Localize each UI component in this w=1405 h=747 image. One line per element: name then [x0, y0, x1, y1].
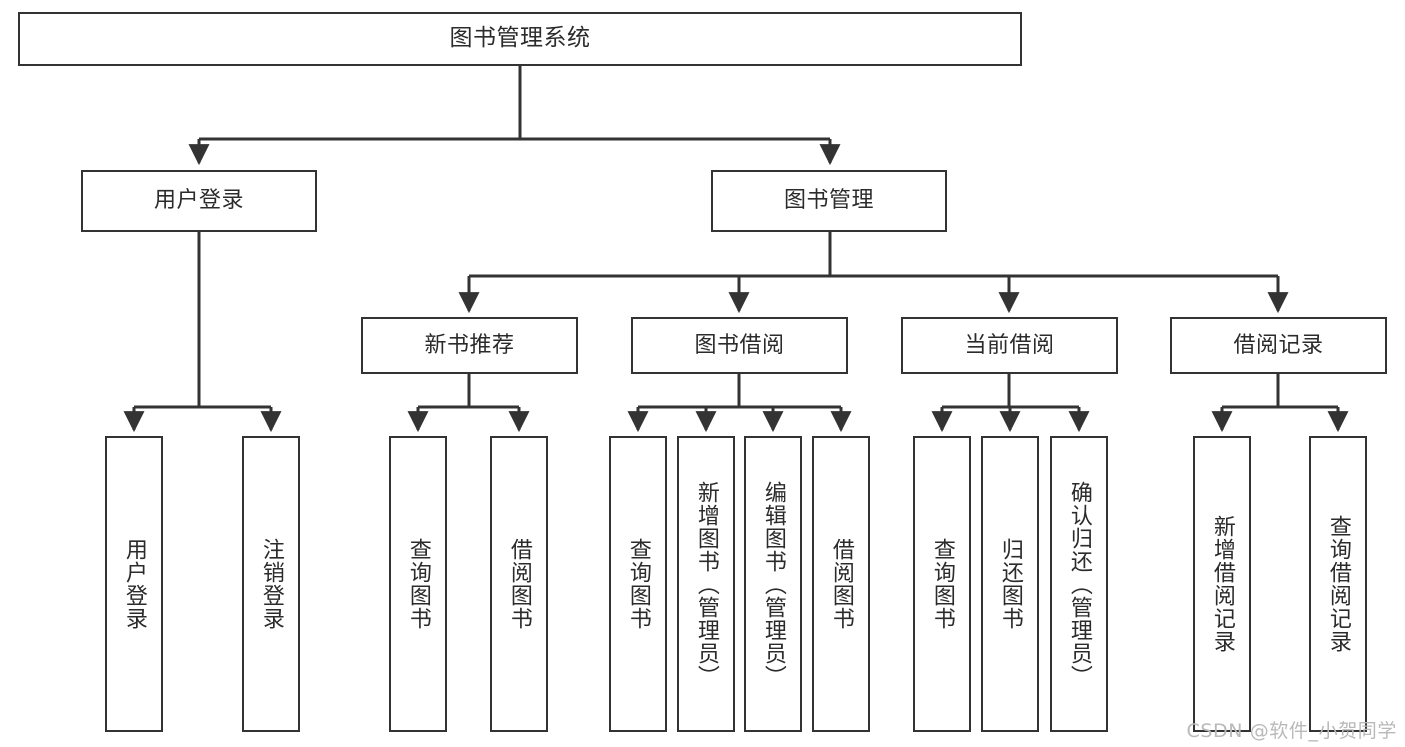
node-leaf-borrow-book-1-label: 借阅图书	[506, 538, 532, 630]
node-leaf-add-book[interactable]: 新增图书（管理员）	[677, 436, 735, 732]
node-book-borrow[interactable]: 图书借阅	[631, 317, 848, 374]
node-root[interactable]: 图书管理系统	[18, 12, 1022, 66]
node-leaf-user-login-label: 用户登录	[121, 538, 147, 630]
node-user-login[interactable]: 用户登录	[81, 170, 317, 232]
node-leaf-borrow-book-2-label: 借阅图书	[828, 538, 854, 630]
node-new-book-recommend[interactable]: 新书推荐	[361, 317, 578, 374]
node-leaf-edit-book[interactable]: 编辑图书（管理员）	[744, 436, 802, 732]
node-leaf-logout-login-label: 注销登录	[258, 538, 284, 630]
node-leaf-edit-book-label: 编辑图书（管理员）	[760, 480, 786, 688]
node-leaf-return-book-label: 归还图书	[997, 538, 1023, 630]
node-borrow-record[interactable]: 借阅记录	[1170, 317, 1387, 374]
node-leaf-confirm-return-label: 确认归还（管理员）	[1066, 480, 1092, 688]
node-leaf-query-book-2[interactable]: 查询图书	[609, 436, 667, 732]
node-leaf-confirm-return[interactable]: 确认归还（管理员）	[1050, 436, 1108, 732]
node-current-borrow-label: 当前借阅	[964, 332, 1055, 358]
node-leaf-query-record-label: 查询借阅记录	[1325, 515, 1351, 653]
node-leaf-user-login[interactable]: 用户登录	[105, 436, 163, 732]
node-user-login-label: 用户登录	[153, 188, 244, 214]
node-leaf-borrow-book-2[interactable]: 借阅图书	[812, 436, 870, 732]
node-leaf-add-record[interactable]: 新增借阅记录	[1193, 436, 1251, 732]
node-leaf-logout-login[interactable]: 注销登录	[242, 436, 300, 732]
node-leaf-query-book-1-label: 查询图书	[405, 538, 431, 630]
node-leaf-add-record-label: 新增借阅记录	[1209, 515, 1235, 653]
node-leaf-return-book[interactable]: 归还图书	[981, 436, 1039, 732]
node-current-borrow[interactable]: 当前借阅	[901, 317, 1118, 374]
node-leaf-add-book-label: 新增图书（管理员）	[693, 480, 719, 688]
node-leaf-borrow-book-1[interactable]: 借阅图书	[490, 436, 548, 732]
node-leaf-query-record[interactable]: 查询借阅记录	[1309, 436, 1367, 732]
node-new-book-recommend-label: 新书推荐	[424, 332, 515, 358]
node-root-label: 图书管理系统	[449, 25, 591, 52]
node-borrow-record-label: 借阅记录	[1233, 332, 1324, 358]
node-leaf-query-book-1[interactable]: 查询图书	[389, 436, 447, 732]
node-book-borrow-label: 图书借阅	[694, 332, 785, 358]
node-leaf-query-book-2-label: 查询图书	[625, 538, 651, 630]
node-book-management-label: 图书管理	[783, 188, 874, 214]
node-leaf-query-book-3-label: 查询图书	[929, 538, 955, 630]
node-book-management[interactable]: 图书管理	[711, 170, 947, 232]
node-leaf-query-book-3[interactable]: 查询图书	[913, 436, 971, 732]
